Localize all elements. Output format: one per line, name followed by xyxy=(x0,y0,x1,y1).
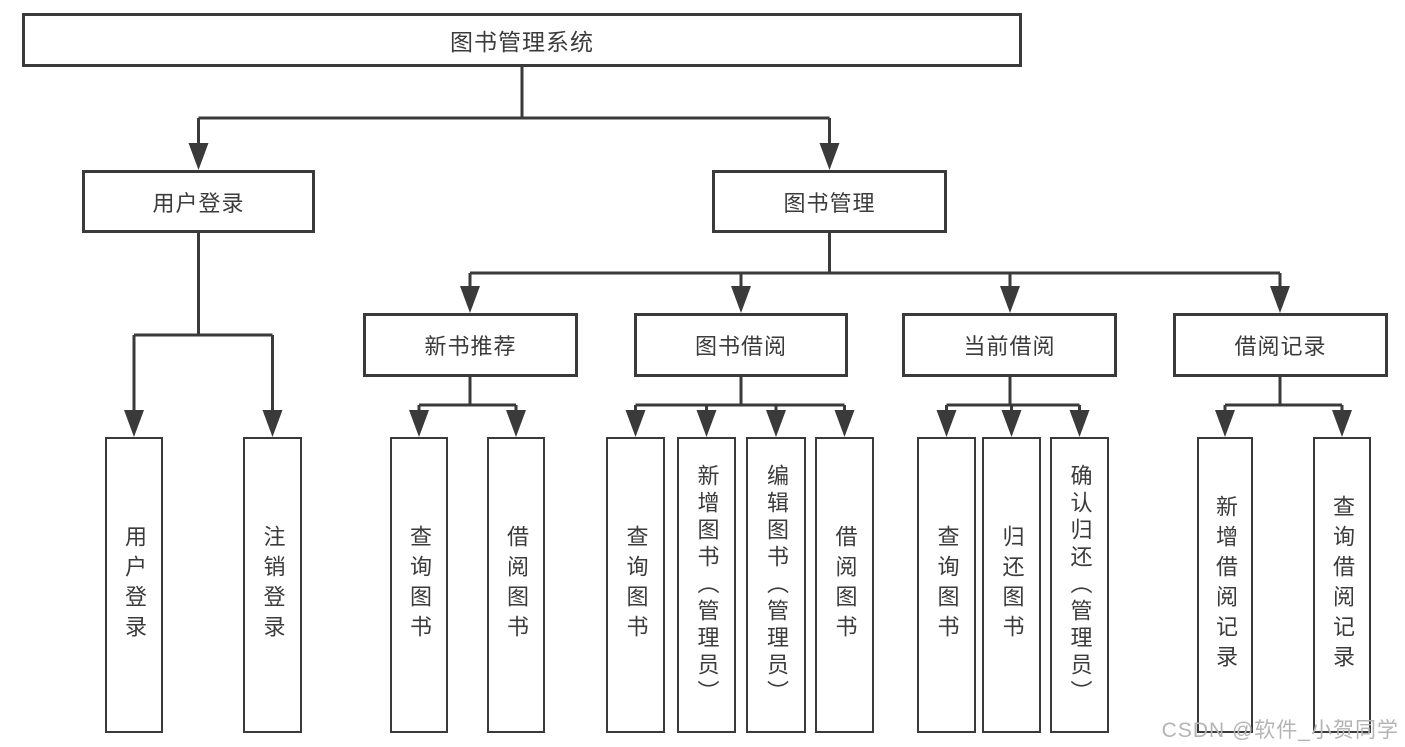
leaf-recommend-query-books: 查询图书 xyxy=(390,437,448,733)
arrowhead xyxy=(1000,286,1020,313)
connector-book-management-children xyxy=(468,233,1282,288)
arrowhead xyxy=(625,410,646,437)
connector-borrow-records-children xyxy=(1223,377,1344,412)
leaf-add-books-admin: 新增图书（管理员） xyxy=(677,437,736,733)
node-borrow-records: 借阅记录 xyxy=(1173,313,1388,377)
connector-current-borrow-children xyxy=(945,377,1081,412)
arrowhead xyxy=(766,410,786,437)
leaf-user-login: 用户登录 xyxy=(105,437,163,733)
arrowhead xyxy=(262,410,283,437)
arrowhead xyxy=(936,410,957,437)
watermark-text: CSDN @软件_小贺同学 xyxy=(1161,719,1399,742)
node-book-management: 图书管理 xyxy=(712,170,947,233)
arrowhead xyxy=(409,410,429,437)
leaf-confirm-return-admin: 确认归还（管理员） xyxy=(1050,437,1109,733)
arrowheads xyxy=(124,143,1352,437)
leaf-borrow-books: 借阅图书 xyxy=(815,437,874,733)
node-new-book-recommend: 新书推荐 xyxy=(363,313,578,377)
node-user-login: 用户登录 xyxy=(82,170,315,233)
arrowhead xyxy=(1001,410,1022,437)
leaf-edit-books-admin: 编辑图书（管理员） xyxy=(746,437,806,733)
node-book-borrow: 图书借阅 xyxy=(634,313,848,377)
arrowhead xyxy=(188,143,209,170)
arrowhead xyxy=(834,410,855,437)
node-library-management-system: 图书管理系统 xyxy=(22,13,1022,67)
arrowhead xyxy=(506,410,526,437)
arrowhead xyxy=(1215,410,1235,437)
leaf-recommend-borrow-books: 借阅图书 xyxy=(487,437,545,733)
arrowhead xyxy=(460,286,480,313)
connector-user-login-children xyxy=(132,233,274,412)
arrowhead xyxy=(731,286,751,313)
connector-new-book-recommend-children xyxy=(417,377,518,412)
arrowhead xyxy=(819,143,840,170)
arrowhead xyxy=(1069,410,1090,437)
leaf-query-borrow-record: 查询借阅记录 xyxy=(1313,437,1371,733)
arrowhead xyxy=(124,410,144,437)
arrowhead xyxy=(1270,286,1290,313)
arrowhead xyxy=(696,410,717,437)
connector-book-borrow-children xyxy=(634,377,846,412)
connector-root-to-level2 xyxy=(197,67,831,146)
leaf-return-books: 归还图书 xyxy=(982,437,1041,733)
leaf-add-borrow-record: 新增借阅记录 xyxy=(1197,437,1253,733)
node-current-borrow: 当前借阅 xyxy=(902,313,1117,377)
leaf-current-query-books: 查询图书 xyxy=(917,437,976,733)
arrowhead xyxy=(1332,410,1352,437)
leaf-logout: 注销登录 xyxy=(243,437,302,733)
leaf-borrow-query-books: 查询图书 xyxy=(606,437,665,733)
